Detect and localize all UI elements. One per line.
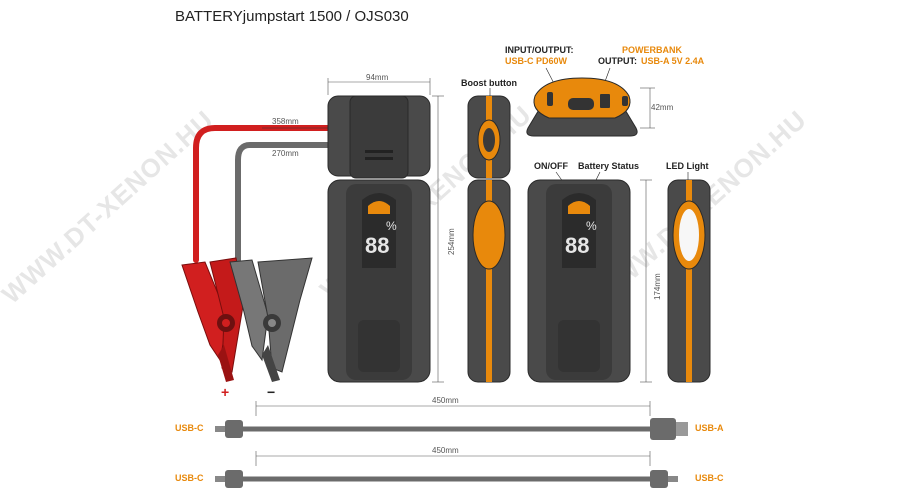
boost-button-label: Boost button (461, 78, 517, 88)
led-light-label: LED Light (666, 161, 709, 171)
status-display-digits: 88 (565, 233, 589, 258)
usb-cable-1: USB-C USB-A 450mm (175, 396, 724, 440)
cable1-length: 450mm (432, 396, 459, 405)
battery-status-label: Battery Status (578, 161, 639, 171)
status-view: ON/OFF Battery Status 88 % 174mm (527, 161, 662, 383)
on-off-label: ON/OFF (534, 161, 568, 171)
page-title: BATTERYjumpstart 1500 / OJS030 (175, 8, 409, 25)
jumper-cables: 358mm 270mm + − (181, 117, 333, 400)
side-view-boost: Boost button (461, 78, 517, 383)
total-height-dimension: 254mm (447, 228, 456, 255)
minus-sign: − (267, 384, 275, 400)
cable2-left-label: USB-C (175, 473, 204, 483)
powerbank-label: POWERBANK (622, 45, 682, 55)
usb-cable-2: USB-C USB-C 450mm (175, 446, 724, 488)
input-output-label: INPUT/OUTPUT: (505, 45, 574, 55)
status-display-percent: % (586, 219, 597, 233)
display-percent: % (386, 219, 397, 233)
red-clamp (181, 257, 245, 382)
black-cable (235, 142, 333, 265)
black-cable-length: 270mm (272, 149, 299, 158)
display-digits: 88 (365, 233, 389, 258)
cable1-right-label: USB-A (695, 423, 724, 433)
cable2-length: 450mm (432, 446, 459, 455)
body-height-dimension: 174mm (653, 273, 662, 300)
depth-dimension: 42mm (651, 103, 674, 112)
output-label: OUTPUT: (598, 56, 637, 66)
width-dimension: 94mm (366, 73, 389, 82)
input-output-value: USB-C PD60W (505, 56, 568, 66)
cable1-left-label: USB-C (175, 423, 204, 433)
plus-sign: + (221, 384, 229, 400)
front-view: 94mm 88 % 254mm (327, 73, 456, 383)
black-clamp (229, 257, 313, 382)
output-value: USB-A 5V 2.4A (641, 56, 705, 66)
cable2-right-label: USB-C (695, 473, 724, 483)
red-cable (193, 125, 333, 263)
side-view-led: LED Light (666, 161, 711, 383)
top-view-ports: INPUT/OUTPUT: USB-C PD60W POWERBANK OUTP… (505, 45, 705, 137)
red-cable-length: 358mm (272, 117, 299, 126)
